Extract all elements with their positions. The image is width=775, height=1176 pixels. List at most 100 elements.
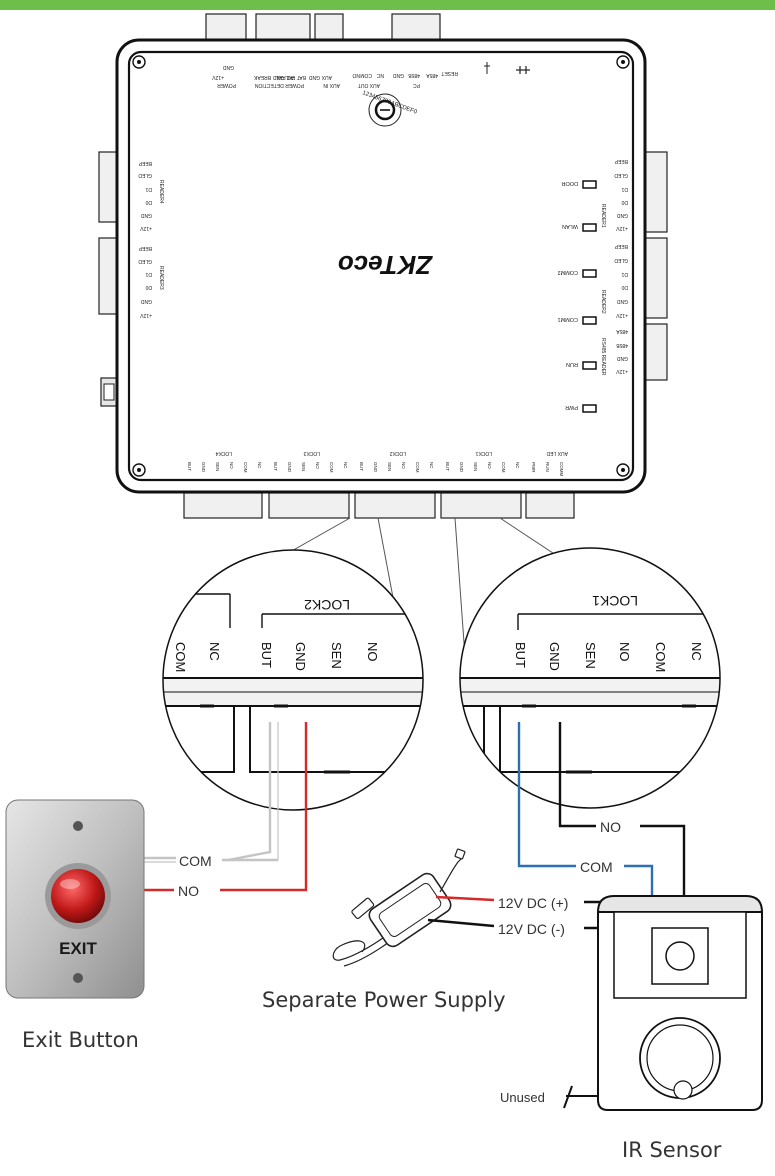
zoom-right-pin-no: NO [617, 642, 632, 662]
led-pwr-label: PWR [565, 404, 578, 410]
reader3-pin: +12V [140, 312, 152, 318]
power-supply [332, 848, 495, 967]
reader3-pin: GND [141, 298, 153, 304]
reader4-pin: D0 [145, 199, 152, 205]
label-pd-pin-1: BREAK [253, 74, 271, 80]
reader2-pin: BEEP [614, 243, 628, 249]
ir-no-label: NO [600, 819, 621, 835]
zoom-right-pin-sen: SEN [583, 642, 598, 669]
svg-text:ZKTeco: ZKTeco [338, 250, 433, 280]
svg-text:SEN: SEN [387, 462, 392, 471]
ir-sensor [596, 895, 764, 1111]
led-comm2-indicator [582, 269, 597, 278]
label-pc: PC [413, 82, 420, 88]
controller-board: POWER +12V GND POWER DETECTION BREAK GND… [98, 13, 668, 519]
unused-label: Unused [500, 1090, 545, 1105]
led-run-indicator [582, 361, 597, 370]
zoom-left-pin-no: NO [365, 642, 380, 662]
exit-no-label: NO [178, 883, 199, 899]
left-readers: READER4 BEEP GLED D1 D0 GND +12V READER3… [138, 160, 164, 318]
label-reset: RESET [441, 70, 458, 76]
rs485-pin: 485B [616, 342, 628, 348]
reader4-label: READER4 [158, 180, 164, 204]
dc-minus-label: 12V DC (-) [498, 921, 565, 937]
reader2-pin: GLED [614, 257, 628, 263]
reader3-pin: D1 [145, 271, 152, 277]
svg-text:NC: NC [343, 462, 348, 469]
bottom-groups: LOCK4 LOCK3 LOCK2 LOCK1 AUX LED [215, 450, 568, 456]
top-bar [0, 0, 775, 10]
reader1-pin: +12V [616, 225, 628, 231]
label-aux-out-pin-3: NO [352, 72, 360, 78]
reader1-pin: GLED [614, 172, 628, 178]
led-door-indicator [582, 180, 597, 189]
zoom-right-pin-gnd: GND [547, 642, 562, 671]
status-leds: DOOR WLAN COMM2 COMM1 RUN PWR [558, 180, 597, 413]
svg-text:COM: COM [243, 462, 248, 473]
led-run-label: RUN [566, 361, 578, 367]
zoom-left-pin-sen: SEN [329, 642, 344, 669]
reader3-pin: GLED [138, 258, 152, 264]
svg-text:BUT: BUT [273, 462, 278, 471]
svg-text:GND: GND [459, 462, 464, 473]
reader4-pin: BEEP [138, 160, 152, 166]
reader2-pin: D0 [621, 284, 628, 290]
label-aux-in: AUX IN [323, 82, 340, 88]
lock2-label: LOCK2 [389, 450, 406, 456]
label-power: POWER [217, 82, 236, 88]
svg-text:NO: NO [229, 462, 234, 469]
reader4-pin: GLED [138, 172, 152, 178]
led-comm1-label: COMM1 [558, 316, 578, 322]
svg-text:SEN: SEN [215, 462, 220, 471]
reader2-pin: +12V [616, 312, 628, 318]
power-supply-caption: Separate Power Supply [262, 988, 506, 1012]
zoom-left-pin-but: BUT [259, 642, 274, 668]
svg-text:RUN: RUN [545, 462, 550, 472]
zoom-left-pin-com: COM [173, 642, 188, 672]
lock1-pins: BUT GND SEN NO COM NC [445, 462, 520, 473]
reader4-pin: +12V [140, 225, 152, 231]
lock3-label: LOCK3 [303, 450, 320, 456]
svg-text:COMM: COMM [559, 462, 564, 476]
dc-plus-label: 12V DC (+) [498, 895, 568, 911]
label-pd-pin-2: GND [273, 74, 285, 80]
svg-text:BUT: BUT [187, 462, 192, 471]
reader1-pin: GND [617, 212, 629, 218]
svg-text:COM: COM [329, 462, 334, 473]
svg-text:COM: COM [501, 462, 506, 473]
lock4-label: LOCK4 [215, 450, 232, 456]
svg-text:SEN: SEN [473, 462, 478, 471]
svg-text:NO: NO [315, 462, 320, 469]
svg-text:NO: NO [487, 462, 492, 469]
lock2-pins: BUT GND SEN NO COM NC [359, 462, 434, 473]
zoom-left-header: LOCK2 [304, 597, 350, 613]
svg-text:NC: NC [429, 462, 434, 469]
aux-led-pins: PWR RUN COMM [531, 462, 564, 476]
reader3-label: READER3 [158, 266, 164, 290]
rs485-pin: 485A [616, 328, 628, 334]
lock3-pins: BUT GND SEN NO COM NC [273, 462, 348, 473]
svg-text:BUT: BUT [445, 462, 450, 471]
reader4-pin: D1 [145, 186, 152, 192]
led-comm2-label: COMM2 [558, 269, 578, 275]
svg-text:GND: GND [373, 462, 378, 473]
rs485-pin: +12V [616, 368, 628, 374]
reader3-pin: BEEP [138, 245, 152, 251]
lock1-label: LOCK1 [475, 450, 492, 456]
network-icon [516, 66, 530, 74]
label-pc-pin-3: GND [393, 72, 405, 78]
lock4-pins: BUT GND SEN NO COM NC [187, 462, 262, 473]
exit-button: EXIT [5, 799, 145, 999]
label-power-pin-1: +12V [212, 74, 224, 80]
exit-com-label: COM [179, 853, 212, 869]
label-power-pin-2: GND [223, 64, 235, 70]
label-pc-pin-1: 485A [426, 72, 438, 78]
svg-text:GND: GND [201, 462, 206, 473]
label-pd-pin-3: AC FAIL [275, 74, 294, 80]
led-comm1-indicator [582, 316, 597, 325]
zoom-right-pin-but: BUT [513, 642, 528, 668]
usb-icon [484, 62, 490, 74]
reader1-pin: D1 [621, 186, 628, 192]
unused-wire-cut [563, 1085, 573, 1109]
